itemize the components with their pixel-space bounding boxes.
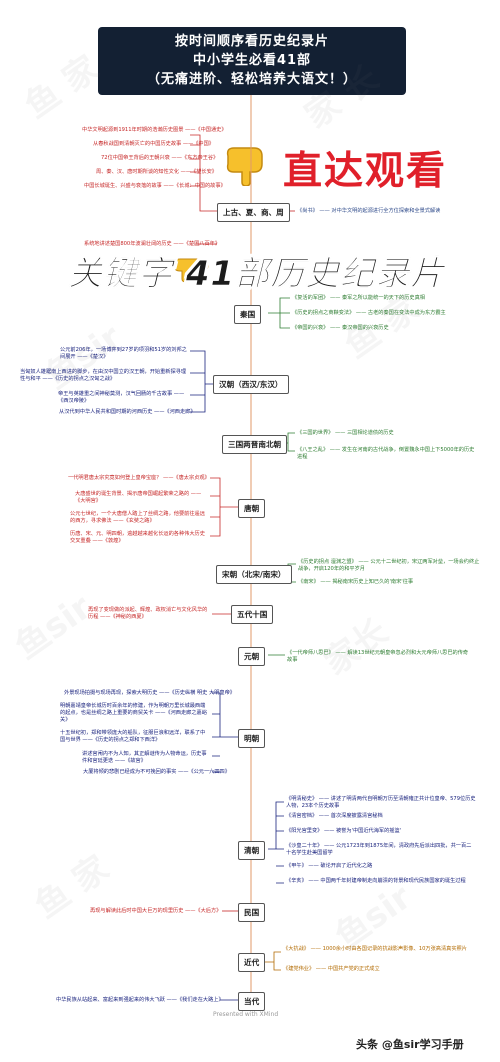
- keyword-banner: 关键字 41部历史纪录片: [68, 254, 446, 295]
- leaf-qing-4[interactable]: 《沙皇二十年》 —— 公元1723年到1875年间，清政府先后派出四批，共一百二…: [286, 843, 472, 856]
- leaf-han-2[interactable]: 当匈奴人雄踞南上西进的脚步，在由汉中国立的汉王朝，开始重新探寻理性与和平 ——《…: [20, 369, 187, 382]
- era-node-qing[interactable]: 清朝: [238, 841, 266, 860]
- era-node-yuan[interactable]: 元朝: [238, 647, 266, 666]
- leaf-three-1[interactable]: 《三国的世界》 —— 三国相论道债的历史: [297, 430, 394, 436]
- era-node-han[interactable]: 汉朝（西汉/东汉）: [213, 375, 289, 394]
- leaf-minguo-1[interactable]: 再现与解读此后时中国大巨万的现里历史 ——《大后方》: [90, 908, 222, 914]
- leaf-ancient-1[interactable]: 中华文明起源到1911年时期的浩瀚历史图景 ——《中国通史》: [82, 127, 227, 133]
- leaf-song-2[interactable]: 《南宋》 —— 揭秘南宋历史上知已久的'南宋'往事: [298, 579, 414, 585]
- leaf-three-2[interactable]: 《八王之乱》 —— 发生在河南的古代战争，倒置魏永中国上下5000年的历史进程: [297, 447, 475, 460]
- leaf-qing-2[interactable]: 《清宫密档》 —— 首次深度披露清宫秘档: [286, 813, 383, 819]
- leaf-ancient-3[interactable]: 72位中国帝王背后的王朝兴衰 ——《东方帝王谷》: [101, 155, 219, 161]
- leaf-ancient-2[interactable]: 从春秋战国到清朝灭亡的中国历史故事 ——《中国》: [93, 141, 214, 147]
- leaf-qing-3[interactable]: 《阳光宫里变》 —— 被誉为'中国近代海军的摇篮': [286, 828, 402, 834]
- leaf-qin-1[interactable]: 《复活的军团》 —— 秦军之所以能统一的天下的历史真相: [292, 295, 425, 301]
- title-line-1: 按时间顺序看历史纪录片: [174, 34, 329, 49]
- leaf-qing-6[interactable]: 《辛亥》 —— 中国两千年封建帝制走向崩溃的背景和现代民族国家的诞生过程: [286, 878, 466, 884]
- leaf-ming-3[interactable]: 十五世纪初，郑和带领庞大的船队，征服巨浪和远洋，联系了中国与世界 ——《历史的拐…: [60, 730, 206, 743]
- brand-watermark: 头条 @鱼sir学习手册: [356, 1038, 464, 1051]
- era-node-three-kingdoms[interactable]: 三国两晋南北朝: [222, 435, 288, 454]
- title-line-3: （无痛进阶、轻松培养大语文！）: [146, 72, 357, 87]
- leaf-han-1[interactable]: 公元前206年，一场博弈到27岁的项羽和51岁的刘邦之间展开 ——《楚汉》: [60, 347, 187, 360]
- callout-text: 直达观看: [283, 149, 448, 194]
- leaf-ancient-4[interactable]: 周、秦、汉、唐时期所谈的知性文化 ——《望长安》: [96, 169, 217, 175]
- leaf-qing-5[interactable]: 《甲午》 —— 破论开启了近代化之路: [286, 863, 373, 869]
- era-node-song[interactable]: 宋朝（北宋/南宋）: [216, 565, 292, 584]
- leaf-ming-2[interactable]: 明朝嘉靖皇帝长城历时百余年的修建，作为明朝万里长城最西端的起点，也是丝绸之路上重…: [60, 703, 207, 723]
- era-node-tang[interactable]: 唐朝: [238, 499, 266, 518]
- leaf-contemporary-1[interactable]: 中华民族从站起来、富起来到强起来的伟大飞跃 ——《我们走在大路上》: [56, 997, 224, 1003]
- leaf-modern-2[interactable]: 《建党伟业》 —— 中国共产党的正式成立: [283, 966, 380, 972]
- xmind-credit: Presented with XMind: [213, 1011, 279, 1018]
- leaf-han-4[interactable]: 从汉代到中华人民共和国时期的河西历史 ——《河西走廊》: [59, 409, 196, 415]
- era-node-qin[interactable]: 秦国: [234, 305, 262, 324]
- leaf-song-1[interactable]: 《历史的拐点 澶渊之盟》 —— 公元十二世纪初，宋辽两军对垒，一场会约终止战争，…: [298, 559, 480, 572]
- leaf-five-1[interactable]: 再现了变现做的派起、辉煌、政权消亡与文化风华的历程 ——《神秘的西夏》: [88, 607, 208, 620]
- era-node-ming[interactable]: 明朝: [238, 729, 266, 748]
- title-line-2: 中小学生必看41部: [192, 53, 312, 68]
- era-node-five-dynasties[interactable]: 五代十国: [231, 605, 274, 624]
- leaf-tang-2[interactable]: 大唐盛世的诞生背景、揭示唐帝国崛起繁荣之路的 ——《大明宫》: [75, 491, 202, 504]
- leaf-ancient-5[interactable]: 中国长城诞生、兴盛与衰落的故事 ——《长城：中国的故事》: [84, 183, 226, 189]
- leaf-ming-1[interactable]: 外景现场拍摄与现场再现，探索大明历史 ——《历史纵横 明史 大明皇帝》: [64, 690, 235, 696]
- leaf-qin-2[interactable]: 《历史的拐点之商鞅变法》 —— 古老的秦国在变法中成为东方霸主: [292, 310, 446, 316]
- leaf-han-3[interactable]: 帝王与英雄重之间神秘莫测，汉气回肠的千古故事 ——《西汉帝陵》: [58, 391, 185, 404]
- leaf-tang-4[interactable]: 历唐、宋、元、明四朝，逾越越来越化长运的各种伟大历史交叉重叠 ——《敦煌》: [70, 531, 205, 544]
- era-node-modern[interactable]: 近代: [238, 953, 266, 972]
- era-node-ancient[interactable]: 上古、夏、商、周: [217, 203, 290, 222]
- leaf-ming-4[interactable]: 讲述宫闱内不为人知，其正解谜传为人物命运，历史事件和宫廷更迭 ——《故宫》: [82, 751, 207, 764]
- era-node-contemporary[interactable]: 当代: [238, 992, 266, 1011]
- leaf-yuan-1[interactable]: 《一代帝师八思巴》 —— 解读13世纪元朝皇帝忽必烈和大元帝师八思巴的传奇故事: [287, 650, 469, 663]
- leaf-ming-5[interactable]: 大厦将倾的悲剧已经成为不可挽回的事实 ——《公元一六四四》: [83, 769, 230, 775]
- title-box: 按时间顺序看历史纪录片 中小学生必看41部 （无痛进阶、轻松培养大语文！）: [98, 27, 406, 95]
- leaf-ancient-partial[interactable]: 系统地讲述楚国800年波澜壮阔的历史 ——《楚国八百年》: [84, 241, 221, 247]
- leaf-ancient-right[interactable]: 《尚书》 —— 对中华文明的起源进行全方位探索和全景式解读: [297, 208, 441, 214]
- leaf-qing-1[interactable]: 《明清秘史》 —— 讲述了明清两代自明朝万历至清朝雍正共计位皇帝、579位历史人…: [286, 796, 476, 809]
- leaf-tang-3[interactable]: 公元七世纪，一个大唐僧人踏上了丝绸之路，他要前往遥远的西方，寻求佛法 ——《玄奘…: [70, 511, 205, 524]
- leaf-modern-1[interactable]: 《大抗战》 —— 1000余小时由各国记录的抗战影声影像、10万张高清真实照片: [283, 946, 467, 952]
- pointing-hand-icon: [226, 147, 263, 186]
- leaf-tang-1[interactable]: 一代明君唐太宗究竟如何登上皇帝宝座？ ——《唐太宗贞观》: [68, 475, 210, 481]
- leaf-qin-3[interactable]: 《帝国的兴衰》 —— 秦汉帝国的兴衰历史: [292, 325, 389, 331]
- pointing-hand-small-icon: [173, 258, 209, 283]
- era-node-minguo[interactable]: 民国: [238, 903, 266, 922]
